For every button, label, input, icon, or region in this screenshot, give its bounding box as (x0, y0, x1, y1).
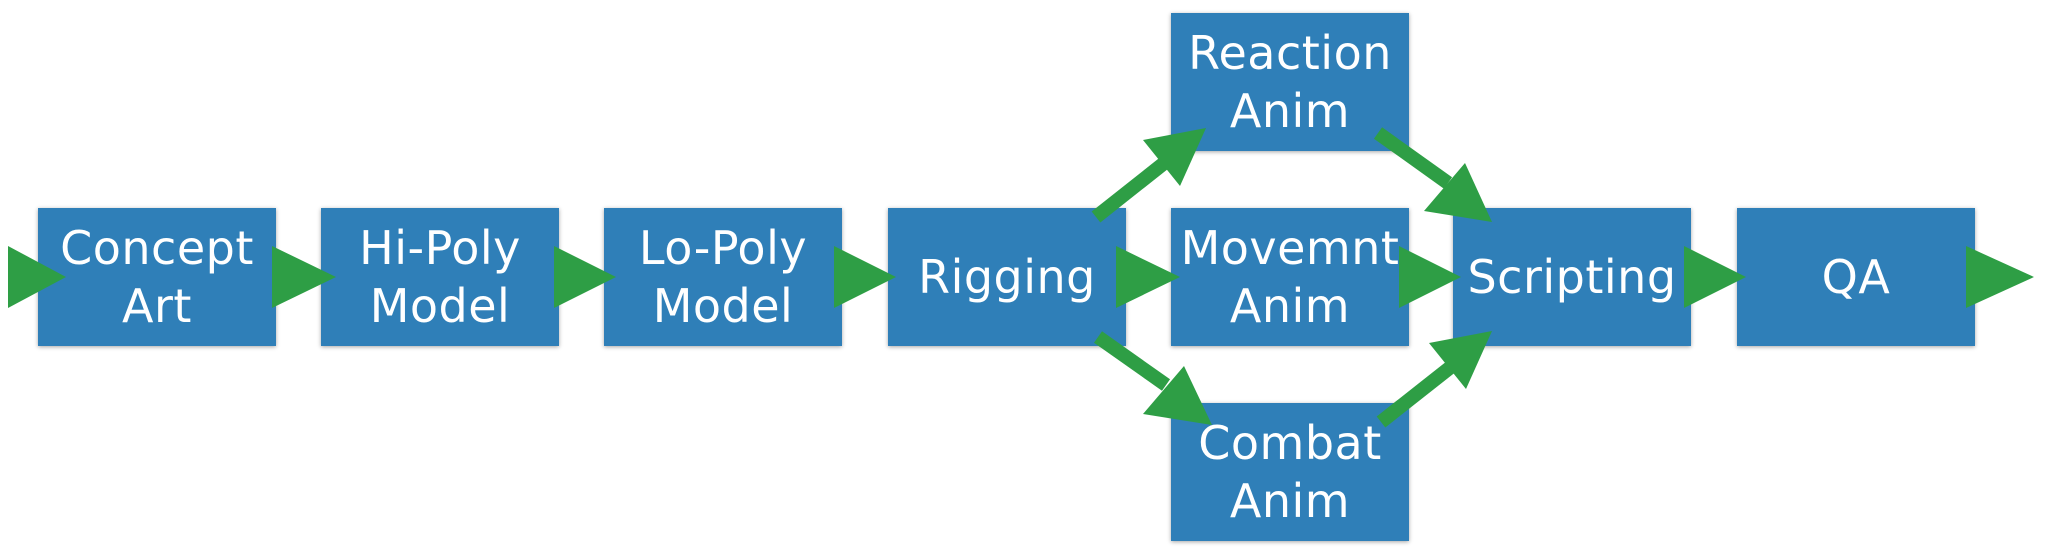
arrow-combat-to-scripting (1376, 331, 1492, 428)
arrow-concept-to-hipoly (272, 246, 336, 308)
arrow-into-concept-art (8, 246, 66, 308)
node-label: Model (369, 279, 511, 333)
node-concept-art: Concept Art (38, 208, 276, 346)
node-label: Lo-Poly (638, 221, 808, 275)
node-scripting: Scripting (1453, 208, 1691, 346)
node-label: Anim (1229, 474, 1351, 528)
node-label: Reaction (1188, 26, 1392, 80)
node-hi-poly-model: Hi-Poly Model (321, 208, 559, 346)
node-reaction-anim: Reaction Anim (1171, 13, 1409, 151)
node-movement-anim: Movemnt Anim (1171, 208, 1409, 346)
node-qa: QA (1737, 208, 1975, 346)
arrow-hipoly-to-lopoly (554, 246, 616, 308)
node-label: Art (122, 279, 192, 333)
arrow-lopoly-to-rigging (834, 246, 896, 308)
arrow-scripting-to-qa (1684, 246, 1746, 308)
arrow-rigging-to-movement (1116, 246, 1180, 308)
node-label: QA (1821, 250, 1891, 304)
arrow-movement-to-scripting (1399, 246, 1461, 308)
node-label: Movemnt (1180, 221, 1400, 275)
node-lo-poly-model: Lo-Poly Model (604, 208, 842, 346)
node-rigging: Rigging (888, 208, 1126, 346)
arrow-out-of-qa (1966, 246, 2034, 308)
node-label: Anim (1229, 279, 1351, 333)
arrow-reaction-to-scripting (1373, 127, 1492, 222)
node-label: Rigging (918, 250, 1096, 304)
arrow-rigging-to-combat (1093, 331, 1212, 425)
node-label: Anim (1229, 84, 1351, 138)
node-label: Combat (1198, 416, 1382, 470)
node-label: Concept (60, 221, 254, 275)
node-label: Scripting (1467, 250, 1677, 304)
node-label: Hi-Poly (359, 221, 521, 275)
arrow-rigging-to-reaction (1091, 128, 1206, 223)
node-label: Model (652, 279, 794, 333)
node-combat-anim: Combat Anim (1171, 403, 1409, 541)
